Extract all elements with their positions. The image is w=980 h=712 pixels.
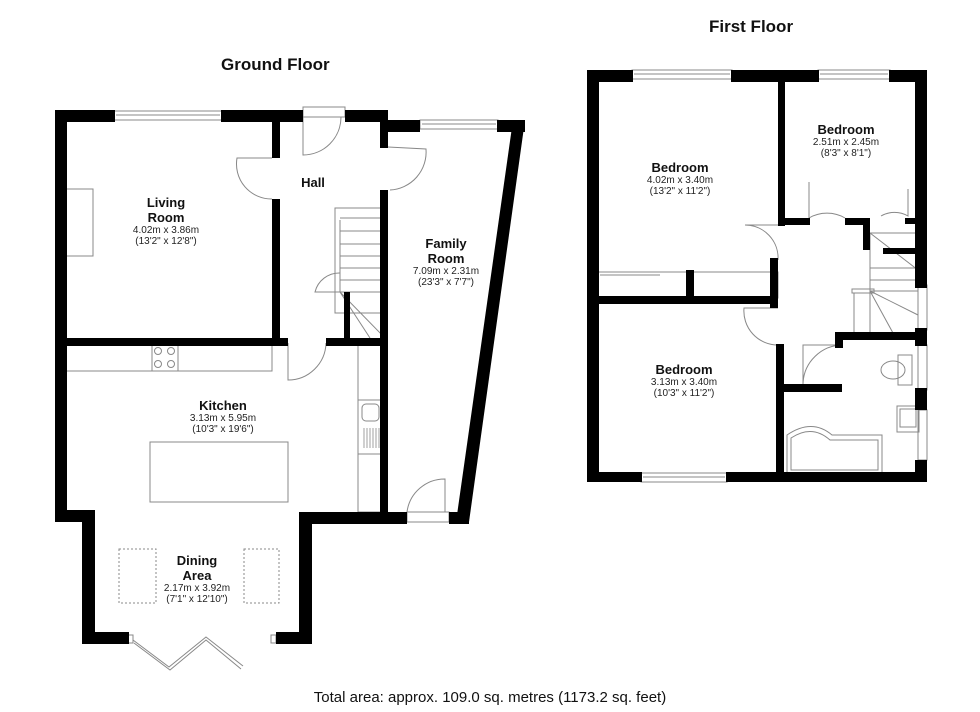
room-name: Kitchen — [199, 398, 247, 413]
room-label-living-room: Living Room 4.02m x 3.86m (13'2" x 12'8"… — [133, 195, 199, 247]
total-area-caption: Total area: approx. 109.0 sq. metres (11… — [313, 689, 667, 706]
room-dimensions-imperial: (7'1" x 12'10") — [166, 594, 228, 605]
room-dimensions-imperial: (10'3" x 11'2") — [653, 388, 715, 399]
room-label-dining-area: Dining Area 2.17m x 3.92m (7'1" x 12'10"… — [164, 553, 230, 605]
room-label-bedroom-1: Bedroom 4.02m x 3.40m (13'2" x 11'2") — [647, 160, 713, 197]
room-label-bedroom-2: Bedroom 2.51m x 2.45m (8'3" x 8'1") — [813, 122, 879, 159]
room-dimensions-metric: 4.02m x 3.86m — [132, 225, 200, 236]
sink — [361, 403, 380, 422]
kitchen-island — [149, 441, 289, 503]
room-dimensions-imperial: (13'2" x 12'8") — [135, 236, 197, 247]
room-name: Family — [425, 236, 467, 251]
bath — [786, 426, 883, 475]
room-name: Bedroom — [655, 362, 713, 377]
ground-floor-title: Ground Floor — [221, 55, 330, 74]
room-dimensions-imperial: (13'2" x 11'2") — [649, 186, 711, 197]
room-name: Area — [182, 568, 212, 583]
skylight-left — [118, 548, 157, 604]
room-dimensions-metric: 3.13m x 3.40m — [650, 377, 718, 388]
room-label-kitchen: Kitchen 3.13m x 5.95m (10'3" x 19'6") — [190, 398, 256, 435]
room-name: Living — [146, 195, 186, 210]
room-dimensions-imperial: (23'3" x 7'7") — [418, 277, 474, 288]
room-dimensions-imperial: (8'3" x 8'1") — [820, 148, 872, 159]
room-dimensions-metric: 2.17m x 3.92m — [163, 583, 231, 594]
room-label-bedroom-3: Bedroom 3.13m x 3.40m (10'3" x 11'2") — [651, 362, 717, 399]
skylight-right — [243, 548, 280, 604]
room-label-family-room: Family Room 7.09m x 2.31m (23'3" x 7'7") — [413, 236, 479, 288]
room-name: Room — [147, 210, 185, 225]
room-name: Bedroom — [817, 122, 875, 137]
toilet-bowl — [880, 360, 906, 380]
room-dimensions-metric: 2.51m x 2.45m — [812, 137, 880, 148]
room-dimensions-imperial: (10'3" x 19'6") — [192, 424, 254, 435]
back-door-swing — [406, 478, 446, 513]
front-door-swing — [302, 116, 342, 156]
toilet-cistern — [897, 354, 913, 386]
bifold-doors — [127, 634, 277, 671]
fireplace — [65, 188, 94, 257]
basin — [896, 405, 920, 433]
room-dimensions-metric: 3.13m x 5.95m — [189, 413, 257, 424]
room-name: Room — [427, 251, 465, 266]
room-dimensions-metric: 4.02m x 3.40m — [646, 175, 714, 186]
room-name: Dining — [176, 553, 218, 568]
room-name: Hall — [301, 175, 325, 190]
first-floor-title: First Floor — [709, 17, 794, 36]
room-label-hall: Hall — [301, 175, 325, 190]
room-name: Bedroom — [651, 160, 709, 175]
room-dimensions-metric: 7.09m x 2.31m — [412, 266, 480, 277]
